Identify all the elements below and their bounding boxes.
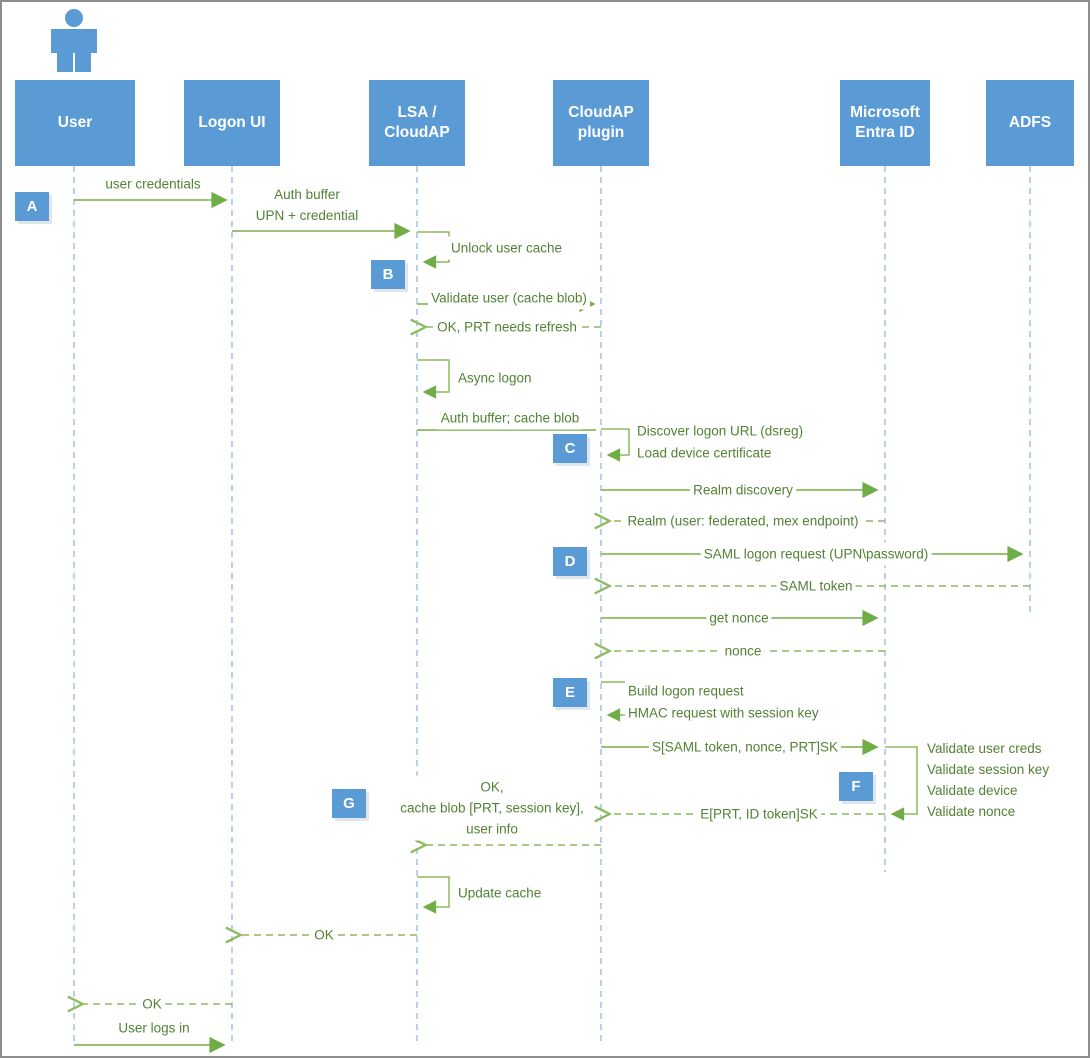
loop-entra-validations — [885, 746, 918, 821]
loop-async-logon — [417, 359, 450, 399]
actor-user: User — [15, 80, 135, 166]
badge-step-e: E — [553, 678, 587, 707]
label-async-logon: Async logon — [455, 366, 535, 390]
label-auth-buffer-upn: Auth buffer UPN + credential — [252, 183, 362, 227]
badge-step-d: D — [553, 547, 587, 576]
label-discover-logon-url: Discover logon URL (dsreg) — [634, 419, 807, 443]
badge-step-g: G — [332, 789, 366, 818]
badge-step-c: C — [553, 434, 587, 463]
label-hmac-request: HMAC request with session key — [625, 701, 822, 725]
loop-unlock-user-cache — [417, 231, 450, 269]
label-nonce: nonce — [721, 639, 765, 663]
label-saml-logon-request: SAML logon request (UPN\password) — [700, 542, 932, 566]
label-user-logs-in: User logs in — [115, 1016, 193, 1040]
badge-step-a: A — [15, 192, 49, 221]
actor-entra-id: Microsoft Entra ID — [840, 80, 930, 166]
loop-update-cache — [417, 876, 450, 914]
label-encrypted-prt-id-token: E[PRT, ID token]SK — [697, 802, 821, 826]
label-update-cache: Update cache — [455, 881, 545, 905]
label-saml-token: SAML token — [776, 574, 856, 598]
label-validate-user-cache: Validate user (cache blob) — [428, 286, 590, 310]
label-get-nonce: get nonce — [706, 606, 772, 630]
label-ok-to-logon-ui: OK — [311, 923, 337, 947]
label-realm-discovery: Realm discovery — [690, 478, 796, 502]
label-ok-prt-needs-refresh: OK, PRT needs refresh — [434, 315, 580, 339]
loop-discover-logon-url — [601, 428, 630, 462]
label-realm-federated: Realm (user: federated, mex endpoint) — [624, 509, 862, 533]
actor-logon-ui: Logon UI — [184, 80, 280, 166]
label-load-device-certificate: Load device certificate — [634, 441, 775, 465]
label-unlock-user-cache: Unlock user cache — [448, 236, 566, 260]
actor-cloudap-plugin: CloudAP plugin — [553, 80, 649, 166]
label-build-logon-request: Build logon request — [625, 679, 747, 703]
person-icon — [51, 9, 97, 72]
label-user-credentials: user credentials — [102, 172, 204, 196]
actor-adfs: ADFS — [986, 80, 1074, 166]
label-signed-saml-nonce-prt: S[SAML token, nonce, PRT]SK — [648, 735, 842, 759]
label-entra-validations: Validate user creds Validate session key… — [924, 737, 1053, 823]
badge-step-b: B — [371, 260, 405, 289]
label-auth-buffer-cache-blob: Auth buffer; cache blob — [437, 406, 583, 430]
badge-step-f: F — [839, 772, 873, 801]
actor-lsa-cloudap: LSA / CloudAP — [369, 80, 465, 166]
label-ok-to-user: OK — [139, 992, 165, 1016]
label-ok-cache-blob-user-info: OK, cache blob [PRT, session key], user … — [397, 775, 587, 841]
